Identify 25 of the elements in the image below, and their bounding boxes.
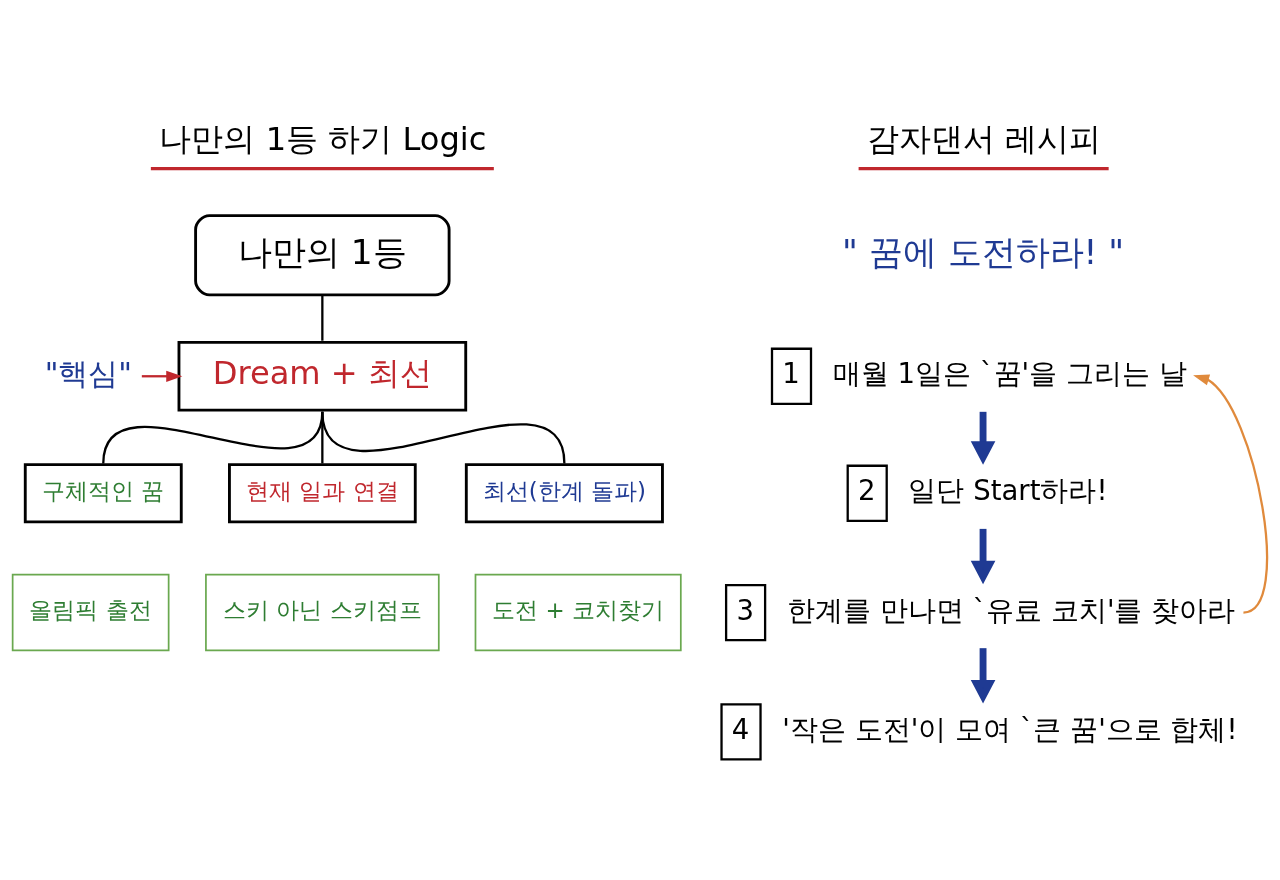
node-box: 3 xyxy=(724,583,767,641)
node-label: '작은 도전'이 모여 `큰 꿈'으로 합체! xyxy=(782,712,1238,745)
label: 감자댄서 레시피 xyxy=(867,119,1102,158)
node-box: 올림픽 출전 xyxy=(11,573,170,651)
arrow xyxy=(970,647,996,703)
node-box: Dream + 최선 xyxy=(177,340,468,412)
node-box: 최선(한계 돌파) xyxy=(464,462,664,523)
node-text: "핵심" xyxy=(44,354,133,390)
label: 나만의 1등 하기 Logic xyxy=(159,119,487,158)
node-box: 4 xyxy=(720,702,762,761)
label: " 꿈에 도전하라! " xyxy=(841,231,1125,272)
node-label: 한계를 만나면 `유료 코치'를 찾아라 xyxy=(786,593,1236,626)
node-box: 스키 아닌 스키점프 xyxy=(205,573,440,651)
connector xyxy=(321,294,324,341)
node-box: 1 xyxy=(770,347,813,405)
node-label: 일단 Start하라! xyxy=(908,473,1108,506)
arrow xyxy=(1193,374,1269,614)
node-box: 현재 일과 연결 xyxy=(228,462,417,523)
arrow xyxy=(141,370,183,382)
node-box: 나만의 1등 xyxy=(194,213,451,296)
node-label: 매월 1일은 `꿈'을 그리는 날 xyxy=(832,356,1187,389)
connector xyxy=(321,411,566,464)
node-box: 2 xyxy=(846,464,888,522)
node-box: 도전 + 코치찾기 xyxy=(474,573,682,651)
node-box: 구체적인 꿈 xyxy=(23,462,183,523)
